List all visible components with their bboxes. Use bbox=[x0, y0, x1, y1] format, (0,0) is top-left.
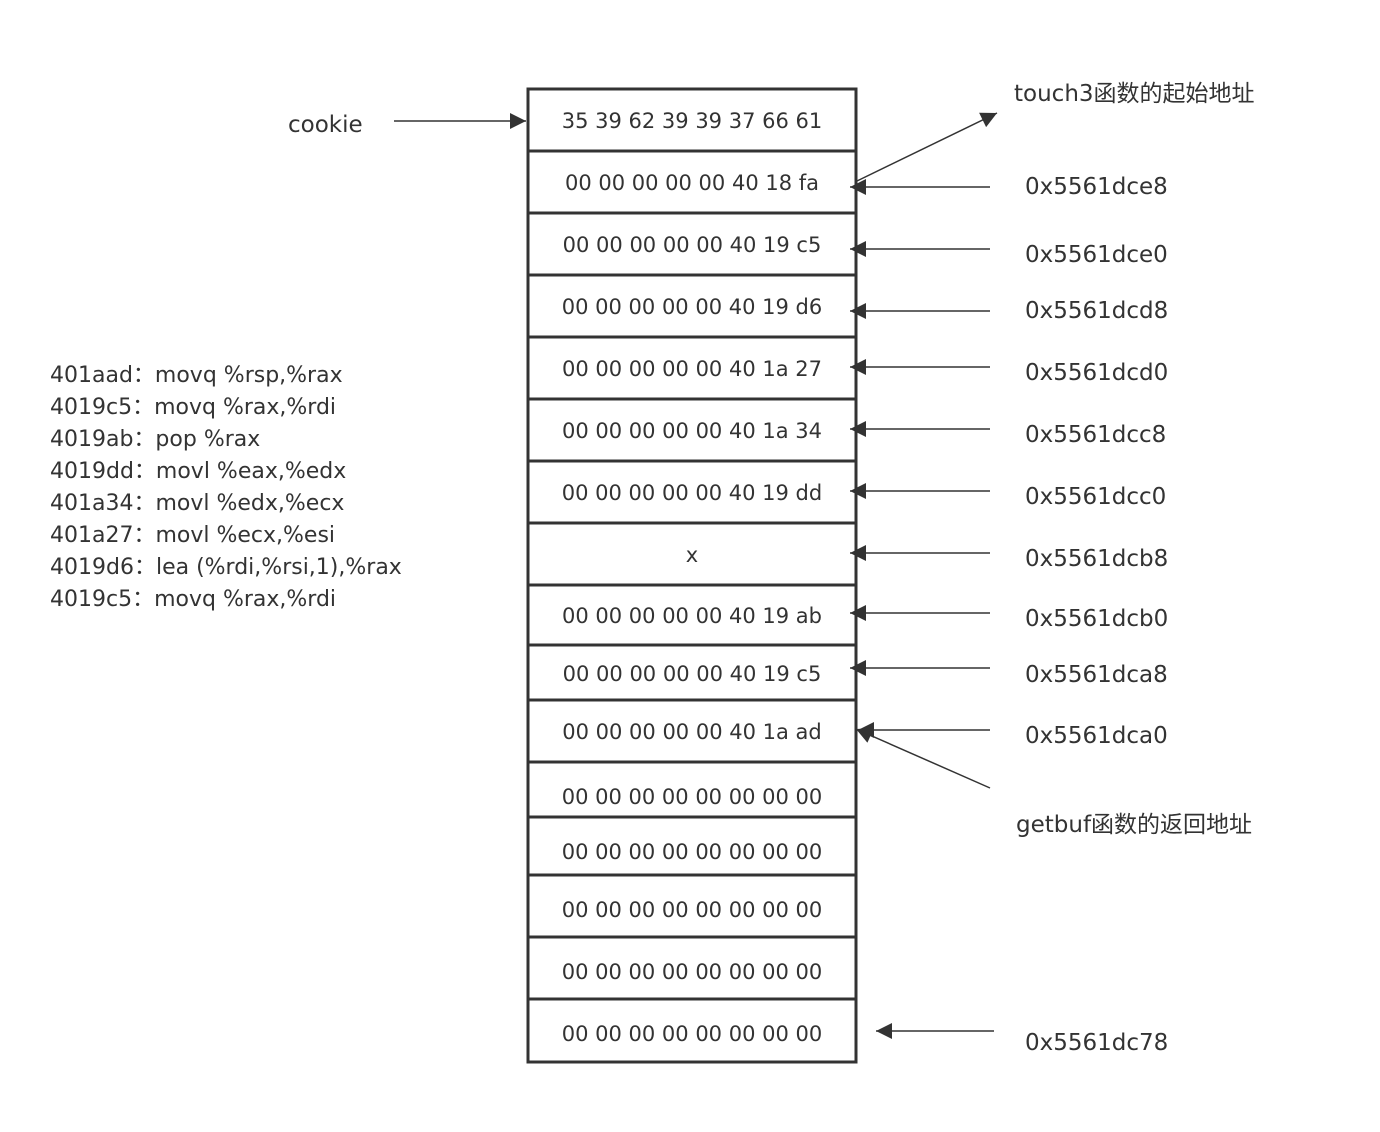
address-label: 0x5561dcd0 bbox=[1025, 360, 1169, 386]
gadget-line: 4019c5：movq %rax,%rdi bbox=[50, 395, 337, 420]
stack-cell: 00 00 00 00 00 40 19 d6 bbox=[561, 295, 823, 319]
stack-cell: 00 00 00 00 00 40 1a ad bbox=[562, 720, 822, 744]
gadget-line: 401aad：movq %rsp,%rax bbox=[50, 363, 343, 388]
gadget-line: 4019d6：lea (%rdi,%rsi,1),%rax bbox=[50, 555, 402, 580]
stack-cell: 00 00 00 00 00 40 19 c5 bbox=[562, 233, 822, 257]
address-label: 0x5561dcb8 bbox=[1025, 546, 1169, 572]
stack-cell: 00 00 00 00 00 00 00 00 bbox=[561, 898, 823, 922]
touch3-arrow bbox=[856, 112, 998, 182]
address-label: 0x5561dca0 bbox=[1025, 723, 1168, 749]
stack-cell: x bbox=[685, 543, 699, 567]
stack-cell: 00 00 00 00 00 40 18 fa bbox=[564, 171, 820, 195]
stack-cell: 00 00 00 00 00 40 1a 27 bbox=[561, 357, 822, 381]
stack-cell: 00 00 00 00 00 40 19 c5 bbox=[562, 661, 822, 686]
address-label: 0x5561dcb0 bbox=[1025, 606, 1169, 632]
stack-cell: 00 00 00 00 00 00 00 00 bbox=[561, 960, 823, 984]
getbuf-return-address-label: getbuf函数的返回地址 bbox=[1016, 812, 1253, 838]
address-label: 0x5561dce0 bbox=[1025, 242, 1168, 268]
address-label: 0x5561dcd8 bbox=[1025, 298, 1169, 324]
address-label: 0x5561dce8 bbox=[1025, 174, 1168, 200]
stack-dividers bbox=[528, 149, 856, 1001]
stack-cell: 00 00 00 00 00 40 19 dd bbox=[561, 481, 823, 505]
cookie-label: cookie bbox=[288, 112, 363, 138]
address-arrows bbox=[850, 179, 994, 1039]
stack-cell: 00 00 00 00 00 00 00 00 bbox=[561, 785, 823, 809]
getbuf-return-arrow bbox=[855, 728, 991, 789]
stack-cell: 00 00 00 00 00 40 19 ab bbox=[562, 604, 822, 628]
gadget-line: 401a27：movl %ecx,%esi bbox=[50, 523, 336, 548]
address-label: 0x5561dc78 bbox=[1025, 1030, 1169, 1056]
stack-frame bbox=[526, 87, 858, 1064]
touch3-start-address-label: touch3函数的起始地址 bbox=[1014, 81, 1255, 107]
address-label: 0x5561dcc8 bbox=[1025, 422, 1167, 448]
stack-cell: 00 00 00 00 00 00 00 00 bbox=[561, 840, 823, 864]
gadget-line: 4019ab：pop %rax bbox=[50, 427, 261, 452]
address-label: 0x5561dca8 bbox=[1025, 662, 1168, 688]
gadget-line: 401a34：movl %edx,%ecx bbox=[50, 491, 345, 516]
address-label: 0x5561dcc0 bbox=[1025, 484, 1167, 510]
stack-cell: 35 39 62 39 39 37 66 61 bbox=[561, 109, 823, 133]
gadget-line: 4019c5：movq %rax,%rdi bbox=[50, 587, 337, 612]
stack-cell: 00 00 00 00 00 00 00 00 bbox=[561, 1022, 823, 1046]
gadget-line: 4019dd：movl %eax,%edx bbox=[50, 459, 347, 484]
stack-cell: 00 00 00 00 00 40 1a 34 bbox=[561, 419, 822, 443]
gadget-list: 401aad：movq %rsp,%rax 4019c5：movq %rax,%… bbox=[50, 360, 402, 616]
